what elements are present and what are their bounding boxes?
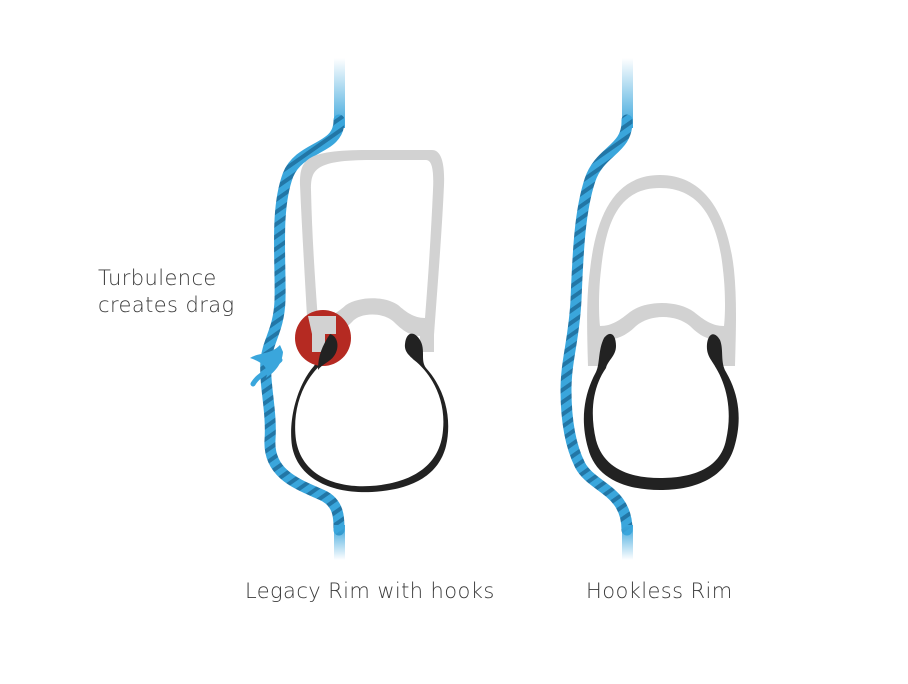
turbulence-annotation-line2: creates drag <box>98 293 235 317</box>
turbulence-annotation-line1: Turbulence <box>98 266 217 290</box>
hookless-tire <box>583 333 739 490</box>
turbulence-swirl <box>250 345 283 387</box>
legacy-rim-caption: Legacy Rim with hooks <box>245 579 495 603</box>
legacy-bead-left <box>318 334 338 370</box>
hookless-rim-assembly <box>560 58 739 560</box>
hookless-rim-inner <box>599 188 725 326</box>
legacy-tire-inner <box>302 352 437 476</box>
legacy-rim-assembly <box>250 58 449 560</box>
legacy-rim-inner <box>311 160 434 320</box>
hookless-airflow <box>560 58 633 560</box>
legacy-hook-left <box>308 316 336 352</box>
turbulence-annotation: Turbulence creates drag <box>98 265 235 319</box>
hookless-rim-caption: Hookless Rim <box>586 579 733 603</box>
